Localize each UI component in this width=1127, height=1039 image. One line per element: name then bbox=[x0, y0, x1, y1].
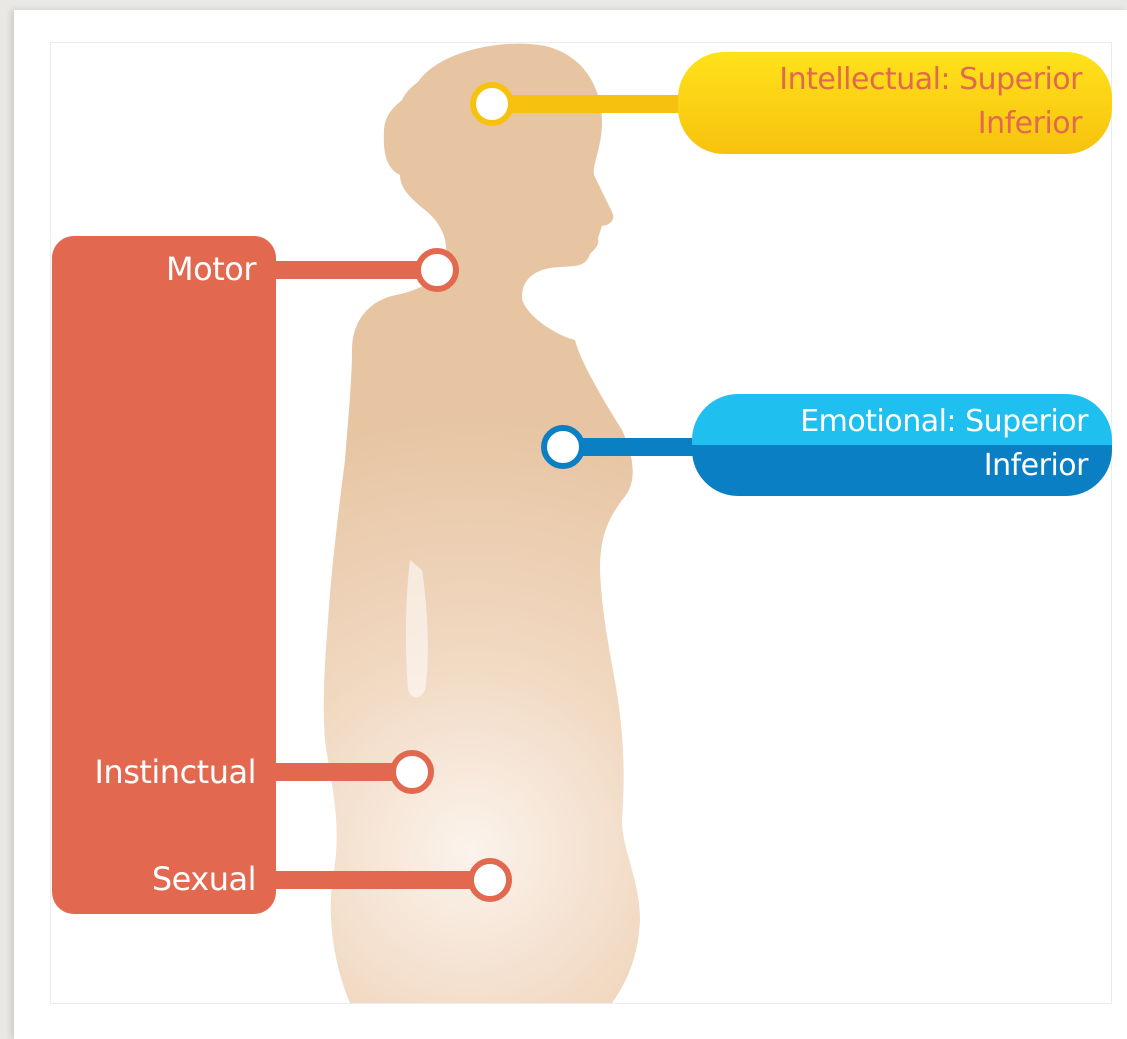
lower-centers-column bbox=[52, 236, 276, 914]
emotional-title: Emotional: Superior bbox=[800, 404, 1088, 439]
instinctual-label: Instinctual bbox=[94, 753, 256, 791]
arm-outline bbox=[405, 560, 428, 698]
intellectual-label: Intellectual: Superior Inferior bbox=[690, 58, 1082, 146]
intellectual-subtitle: Inferior bbox=[977, 106, 1083, 141]
intellectual-title: Intellectual: Superior bbox=[779, 62, 1082, 97]
emotional-subtitle: Inferior bbox=[983, 448, 1089, 483]
sexual-node bbox=[468, 858, 512, 902]
intellectual-pill bbox=[678, 52, 1112, 154]
motor-node bbox=[415, 248, 459, 292]
emotional-label: Emotional: Superior Inferior bbox=[700, 400, 1088, 488]
human-silhouette bbox=[323, 43, 640, 1004]
emotional-node bbox=[541, 425, 585, 469]
motor-label: Motor bbox=[166, 250, 256, 288]
instinctual-node bbox=[390, 750, 434, 794]
sexual-label: Sexual bbox=[151, 860, 257, 898]
intellectual-node bbox=[470, 82, 514, 126]
emotional-pill bbox=[692, 394, 1112, 496]
